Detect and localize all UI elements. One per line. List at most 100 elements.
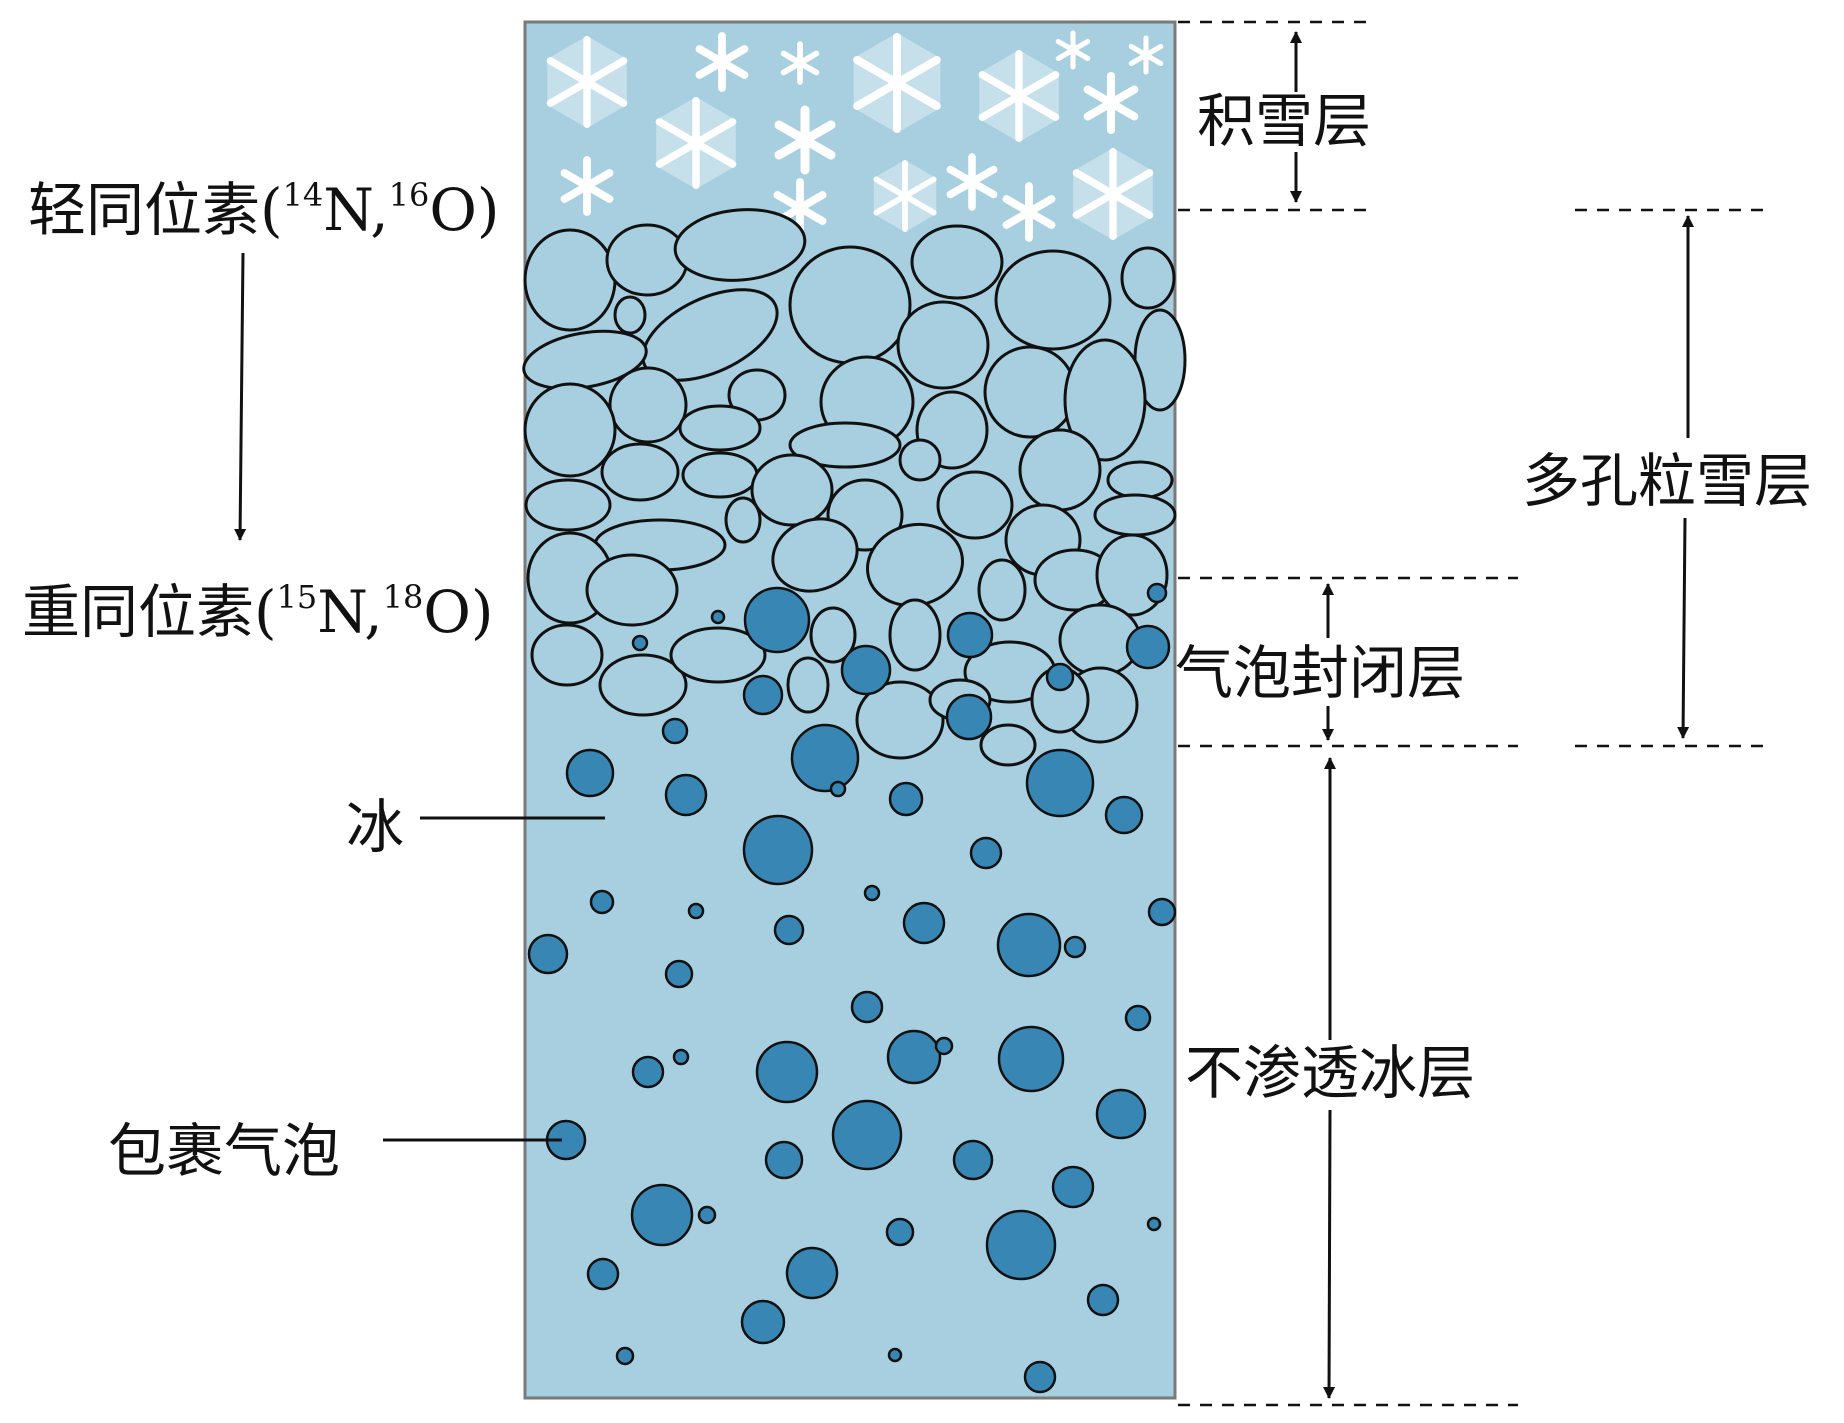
firn-grain (896, 300, 990, 390)
snowflake-icon (1072, 147, 1154, 241)
trapped-bubble (527, 933, 569, 975)
trapped-bubble (885, 1217, 915, 1247)
trapped-bubble (1086, 1283, 1120, 1317)
trapped-bubble (996, 912, 1062, 978)
trapped-bubble (1146, 1216, 1162, 1232)
trapped-bubble (785, 1246, 839, 1300)
trapped-bubble (740, 1299, 786, 1345)
firn-grain (994, 249, 1112, 351)
snowflake-icon (1002, 182, 1056, 242)
snowflake-icon (853, 33, 941, 133)
firn-grain (898, 438, 942, 482)
trapped-bubble (687, 902, 705, 920)
trapped-bubble (1147, 897, 1177, 927)
firn-grain (788, 421, 902, 469)
trapped-bubble (742, 814, 814, 886)
snowflake-icon (1083, 71, 1139, 135)
firn-grain (983, 345, 1077, 439)
firn-grain (598, 653, 688, 717)
snowflake-icon (780, 41, 820, 85)
trapped-bubble (586, 1257, 620, 1291)
trapped-bubble (1104, 795, 1144, 835)
trapped-bubble (1095, 1088, 1147, 1140)
ice-layer-arrow-down (1323, 1109, 1336, 1399)
firn-grain (608, 366, 688, 444)
snowflake-icon (655, 97, 737, 190)
heavy-isotopes-label: 重同位素(15N,18O) (22, 577, 494, 646)
trapped-bubble (831, 1099, 903, 1171)
trapped-bubble (829, 780, 847, 798)
snowflake-icon (1055, 30, 1091, 70)
trapped-bubble (1063, 935, 1087, 959)
trapped-bubble (565, 748, 615, 798)
firn-grain (750, 453, 834, 527)
trapped-bubble (743, 586, 811, 654)
trapped-bubble (863, 884, 881, 902)
trapped-bubble (631, 1055, 665, 1089)
trapped-bubble (1023, 1360, 1057, 1394)
firn-grain (600, 442, 680, 502)
trapped-bubble (630, 1183, 694, 1247)
firn-grain-group (522, 208, 1187, 767)
firn-grain (771, 517, 859, 593)
snowflake-group (546, 30, 1164, 242)
trapped-bubble (589, 889, 615, 915)
firn-grain (530, 623, 604, 687)
firn-grain (613, 295, 647, 335)
firn-grain (788, 245, 912, 365)
trapped-bubble (997, 1025, 1065, 1093)
firn-grain (605, 223, 689, 297)
trapped-bubble (672, 1048, 690, 1066)
trapped-bubble (945, 693, 993, 741)
trapped-bubble (952, 1139, 994, 1181)
snow-layer-label: 积雪层 (1197, 87, 1372, 155)
firn-grain (724, 496, 762, 544)
firn-grain (1120, 246, 1176, 310)
trapped-bubble (886, 1029, 942, 1085)
trapped-bubble (969, 836, 1003, 870)
isotope-trend-arrow (234, 252, 247, 541)
porous-firn-layer-label: 多孔粒雪层 (1522, 447, 1813, 515)
trapped-bubble (1025, 748, 1095, 818)
trapped-bubble (946, 611, 994, 659)
trapped-bubble (985, 1209, 1057, 1281)
firn-grain (681, 451, 759, 499)
firn-grain (523, 228, 617, 332)
trapped-bubble (1124, 1004, 1152, 1032)
firn-grain (673, 208, 807, 282)
trapped-bubble (710, 609, 726, 625)
snowflake-icon (560, 156, 614, 216)
snowflake-icon (774, 105, 836, 175)
firn-grain (523, 382, 617, 478)
trapped-bubble-group (527, 582, 1177, 1394)
snowflake-icon (695, 32, 749, 92)
firn-grain (936, 470, 1014, 540)
firn-grain (786, 656, 830, 714)
trapped-bubble-label: 包裹气泡 (108, 1117, 341, 1185)
firn-grain (855, 680, 945, 760)
trapped-bubble (790, 723, 860, 793)
firn-grain (524, 478, 612, 532)
trapped-bubble (755, 1040, 819, 1104)
trapped-bubble (887, 1347, 903, 1363)
firn-grain (888, 598, 942, 672)
trapped-bubble (1051, 1165, 1095, 1209)
firn-grain (1018, 428, 1102, 512)
snowflake-icon (1128, 35, 1164, 75)
trapped-bubble (764, 1140, 804, 1180)
impermeable-ice-layer-label: 不渗透冰层 (1185, 1039, 1476, 1107)
firn-grain (1063, 338, 1147, 462)
snowflake-icon (946, 153, 998, 211)
trapped-bubble (661, 717, 689, 745)
firn-grain (910, 224, 1004, 300)
bubble-close-off-layer-label: 气泡封闭层 (1175, 639, 1466, 707)
firn-grain (641, 288, 779, 382)
trapped-bubble (742, 674, 784, 716)
snowflake-icon (546, 36, 628, 128)
ice-label: 冰 (346, 793, 405, 861)
trapped-bubble (840, 644, 892, 696)
firn-grain (1093, 493, 1177, 537)
trapped-bubble (850, 990, 884, 1024)
trapped-bubble (1045, 662, 1075, 692)
trapped-bubble (615, 1346, 635, 1366)
